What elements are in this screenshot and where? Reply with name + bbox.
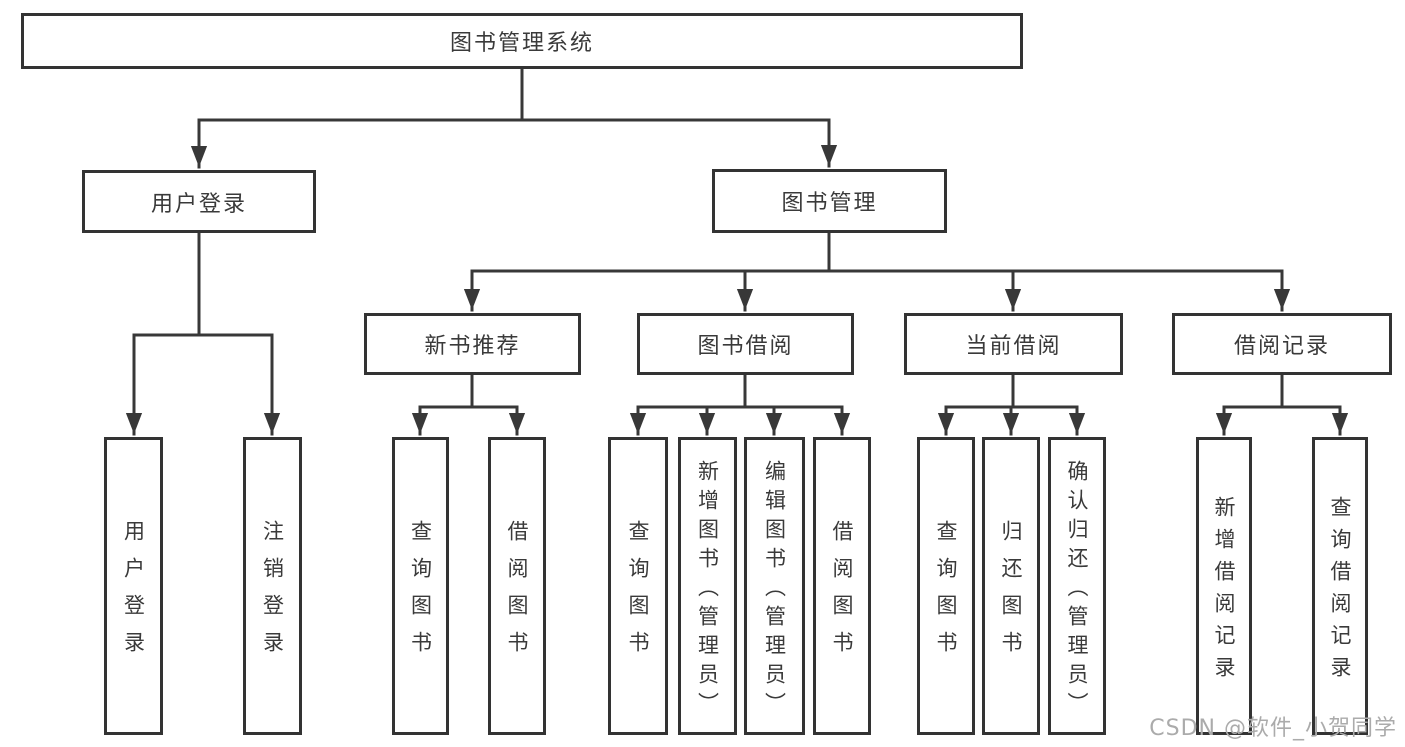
node-book-borrowing: 图书借阅	[637, 313, 854, 375]
leaf-edit-books-admin: 编辑图书（管理员）	[744, 437, 805, 735]
leaf-add-borrow-record: 新增借阅记录	[1196, 437, 1252, 735]
node-user-login: 用户登录	[82, 170, 316, 233]
leaf-query-books-borrowing: 查询图书	[608, 437, 668, 735]
node-borrowing-records: 借阅记录	[1172, 313, 1392, 375]
leaf-user-login: 用户登录	[104, 437, 163, 735]
node-new-book-recommendation: 新书推荐	[364, 313, 581, 375]
csdn-watermark: CSDN @软件_小贺同学	[1149, 716, 1397, 741]
leaf-return-books: 归还图书	[982, 437, 1040, 735]
leaf-borrow-books-recommend: 借阅图书	[488, 437, 546, 735]
node-book-management: 图书管理	[712, 169, 947, 233]
node-current-borrowing: 当前借阅	[904, 313, 1123, 375]
leaf-borrow-books: 借阅图书	[813, 437, 871, 735]
leaf-confirm-return-admin: 确认归还（管理员）	[1048, 437, 1106, 735]
leaf-logout: 注销登录	[243, 437, 302, 735]
node-library-management-system: 图书管理系统	[21, 13, 1023, 69]
leaf-query-books-recommend: 查询图书	[392, 437, 449, 735]
leaf-query-borrow-record: 查询借阅记录	[1312, 437, 1368, 735]
leaf-query-books-current: 查询图书	[917, 437, 975, 735]
leaf-add-books-admin: 新增图书（管理员）	[678, 437, 737, 735]
